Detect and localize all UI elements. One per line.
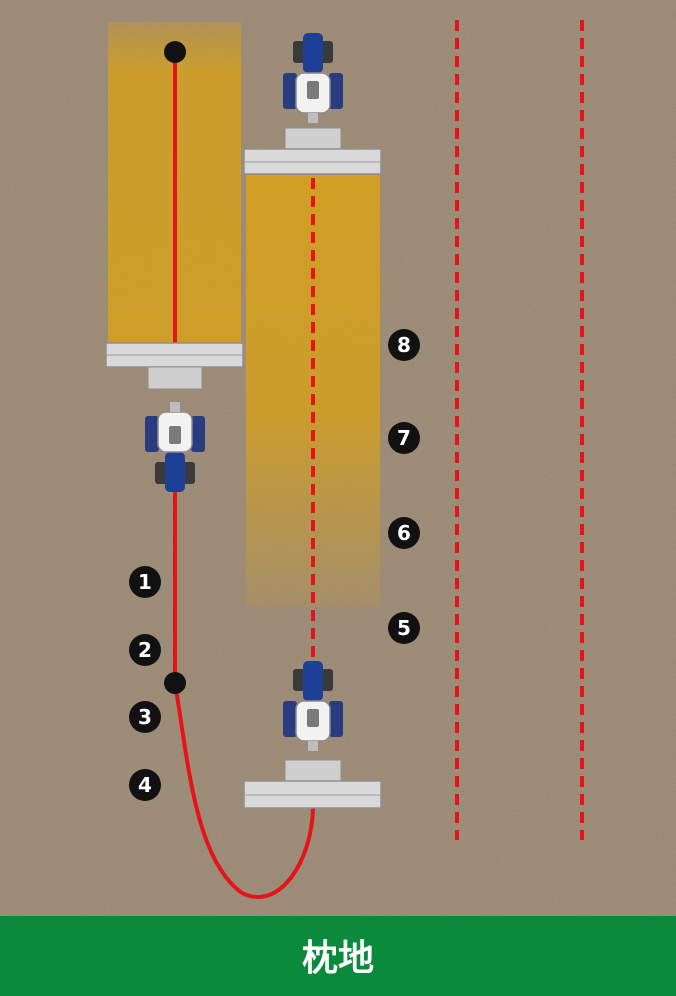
implement-2 (243, 127, 382, 175)
implement-3 (243, 759, 382, 809)
step-marker-3: 3 (129, 701, 161, 733)
step-marker-4: 4 (129, 769, 161, 801)
headland-footer: 枕地 (0, 916, 676, 996)
step-label-6: 6 (397, 521, 411, 545)
step-marker-1: 1 (129, 566, 161, 598)
step-label-1: 1 (138, 570, 152, 594)
worked-strip-2 (246, 175, 380, 607)
step-label-2: 2 (138, 638, 152, 662)
step-label-3: 3 (138, 705, 152, 729)
footer-band (0, 916, 676, 996)
step-label-5: 5 (397, 616, 411, 640)
turn-start-marker (164, 672, 186, 694)
step-label-7: 7 (397, 426, 411, 450)
step-marker-5: 5 (388, 612, 420, 644)
step-label-4: 4 (138, 773, 152, 797)
step-marker-6: 6 (388, 517, 420, 549)
step-label-8: 8 (397, 333, 411, 357)
turn-path (173, 488, 315, 899)
step-marker-2: 2 (129, 634, 161, 666)
implement-1 (105, 342, 244, 390)
start-marker (164, 41, 186, 63)
step-marker-7: 7 (388, 422, 420, 454)
footer-label: 枕地 (302, 938, 374, 979)
step-marker-8: 8 (388, 329, 420, 361)
